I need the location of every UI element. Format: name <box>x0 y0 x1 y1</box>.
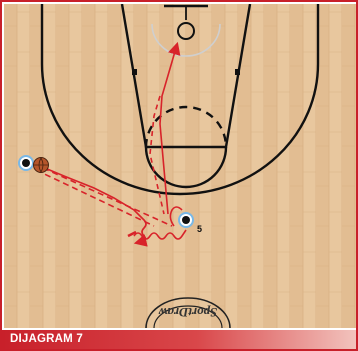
basketball-court: 5 SportDraw <box>4 4 356 328</box>
caption-bar: DIJAGRAM 7 <box>2 330 356 349</box>
diagram-caption: DIJAGRAM 7 <box>10 332 83 347</box>
court-floor <box>4 4 356 328</box>
sportdraw-logo-text: SportDraw <box>158 305 217 320</box>
player-number-label: 5 <box>197 224 202 234</box>
